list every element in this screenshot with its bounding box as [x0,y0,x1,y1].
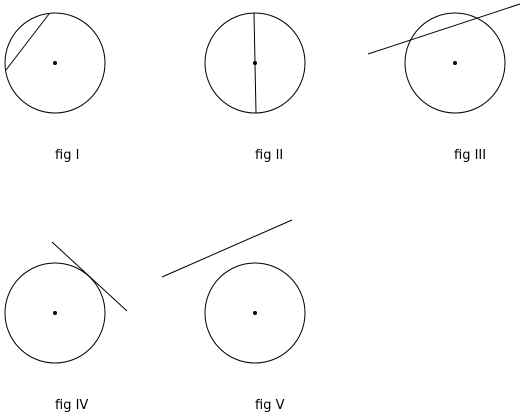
circle-3 [404,12,506,114]
figure-4 [4,241,128,364]
chord-line [5,13,50,71]
figure-caption-1: fig I [55,148,80,163]
circle-2 [204,12,306,114]
figure-1 [4,12,106,114]
diameter-line [253,12,257,114]
center-dot-3 [453,61,457,65]
circle-1 [4,12,106,114]
figure-5 [161,219,306,364]
figure-caption-2: fig II [255,148,284,163]
circle-5 [204,262,306,364]
center-dot-4 [53,311,57,315]
figure-3 [367,3,521,114]
external-line [161,219,293,278]
center-dot-5 [253,311,257,315]
figure-caption-5: fig V [255,398,285,413]
figure-caption-4: fig IV [55,398,89,413]
circle-4 [4,262,106,364]
secant-line [367,3,521,55]
figure-caption-3: fig III [454,148,487,163]
tangent-line [51,241,128,312]
center-dot-1 [53,61,57,65]
figure-2 [204,12,306,114]
